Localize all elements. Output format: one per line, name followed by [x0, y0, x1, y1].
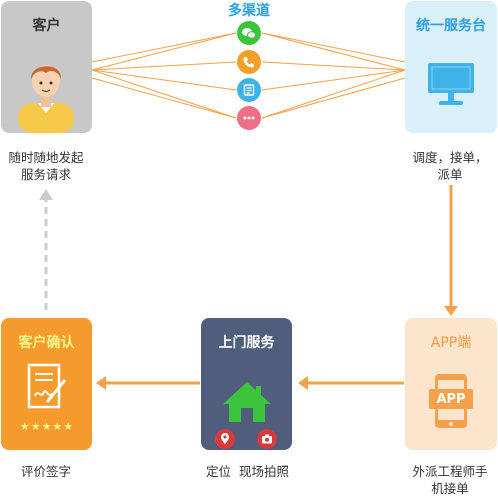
customer-caption: 随时随地发起 服务请求	[8, 150, 84, 182]
app-icon-text: APP	[436, 392, 466, 407]
confirm-caption: 评价签字	[20, 464, 71, 479]
monitor-icon	[428, 63, 474, 105]
more-icon	[237, 106, 261, 130]
channels-title: 多渠道	[228, 3, 270, 19]
app-phone-icon	[429, 374, 473, 428]
signed-document-icon	[27, 363, 67, 409]
phone-icon	[237, 50, 261, 74]
app-title: APP端	[430, 335, 472, 351]
wechat-icon	[237, 21, 261, 45]
app-caption: 外派工程师手 机接单	[412, 464, 488, 496]
confirm-title: 客户确认	[18, 335, 75, 351]
confirm-card: 客户确认 ★★★★★	[1, 318, 92, 450]
app-card: APP端 APP	[405, 318, 497, 450]
service-desk-caption: 调度，接单， 派单	[412, 150, 488, 182]
customer-card: 客户	[1, 1, 92, 133]
onsite-title: 上门服务	[218, 335, 275, 351]
service-desk-title: 统一服务台	[416, 18, 486, 34]
onsite-card: 上门服务	[201, 318, 292, 450]
location-icon	[215, 429, 235, 449]
form-icon	[237, 78, 261, 102]
person-icon	[18, 65, 74, 133]
service-desk-card: 统一服务台	[405, 1, 497, 133]
onsite-caption: 定位 现场拍照	[206, 464, 289, 479]
rating-stars: ★★★★★	[19, 420, 75, 433]
customer-title: 客户	[32, 18, 61, 34]
house-icon	[223, 382, 271, 422]
camera-icon	[257, 429, 277, 449]
